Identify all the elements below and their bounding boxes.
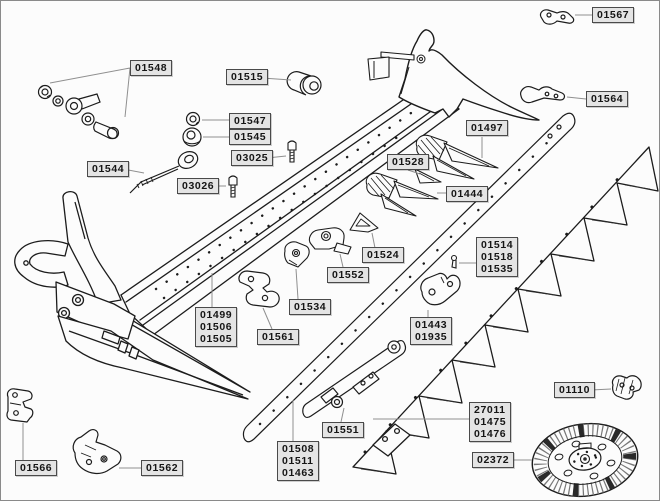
part-label-01514-01518-01535: 01514 01518 01535	[476, 237, 519, 277]
part-label-02372: 02372	[472, 452, 515, 468]
part-screw-03026	[228, 175, 238, 198]
part-knife-sections-01497	[415, 134, 499, 180]
part-label-01534: 01534	[289, 299, 332, 315]
part-rivet-01514	[450, 254, 458, 269]
part-label-01528: 01528	[387, 154, 430, 170]
part-label-01562: 01562	[141, 460, 184, 476]
part-knife-back-bar	[242, 112, 576, 443]
part-label-01548: 01548	[130, 60, 173, 76]
part-label-01545: 01545	[229, 129, 272, 145]
part-label-01564: 01564	[586, 91, 629, 107]
part-knife-sections-01444	[365, 172, 439, 217]
part-label-01443-01935: 01443 01935	[410, 317, 453, 345]
part-clip-01552	[308, 227, 352, 255]
part-hardware-01548	[37, 84, 120, 140]
part-label-01567: 01567	[592, 7, 635, 23]
part-knife-section-01528	[414, 168, 442, 184]
part-label-01497: 01497	[466, 120, 509, 136]
part-bracket-01564	[520, 86, 566, 104]
part-label-01444: 01444	[446, 186, 489, 202]
part-label-01566: 01566	[15, 460, 58, 476]
part-nut-01547	[185, 111, 201, 127]
part-label-27011-01475-01476: 27011 01475 01476	[469, 402, 512, 442]
part-clip-01534	[284, 241, 310, 268]
part-label-01552: 01552	[327, 267, 370, 283]
part-screw-03025	[287, 140, 297, 163]
part-knife-clip-01561	[238, 270, 280, 308]
part-plate-01443	[420, 272, 461, 306]
part-bushing-01515	[286, 71, 322, 96]
part-triangle-clip-01524	[349, 212, 379, 233]
part-clutch-disc-02372	[531, 422, 639, 498]
part-clip-01562	[72, 429, 122, 475]
part-label-01551: 01551	[322, 422, 365, 438]
part-bracket-01566	[6, 388, 34, 423]
part-fitting-01110	[611, 375, 642, 400]
part-sickle-knife	[352, 146, 659, 475]
part-grass-divider	[367, 29, 540, 121]
part-label-01561: 01561	[257, 329, 300, 345]
part-label-01524: 01524	[362, 247, 405, 263]
part-label-01110: 01110	[554, 382, 596, 398]
part-label-03025: 03025	[231, 150, 274, 166]
part-label-01499-01506-01505: 01499 01506 01505	[195, 307, 238, 347]
part-label-03026: 03026	[177, 178, 220, 194]
part-label-01547: 01547	[229, 113, 272, 129]
part-label-01544: 01544	[87, 161, 130, 177]
part-clip-01567	[539, 9, 575, 25]
part-knife-head-01551	[302, 339, 407, 419]
part-rod-01544	[129, 151, 199, 194]
part-washer-01545	[182, 127, 202, 147]
cutter-bar	[120, 81, 460, 336]
part-inner-shoe	[14, 191, 251, 400]
part-label-01515: 01515	[226, 69, 269, 85]
part-label-01508-01511-01463: 01508 01511 01463	[277, 441, 320, 481]
